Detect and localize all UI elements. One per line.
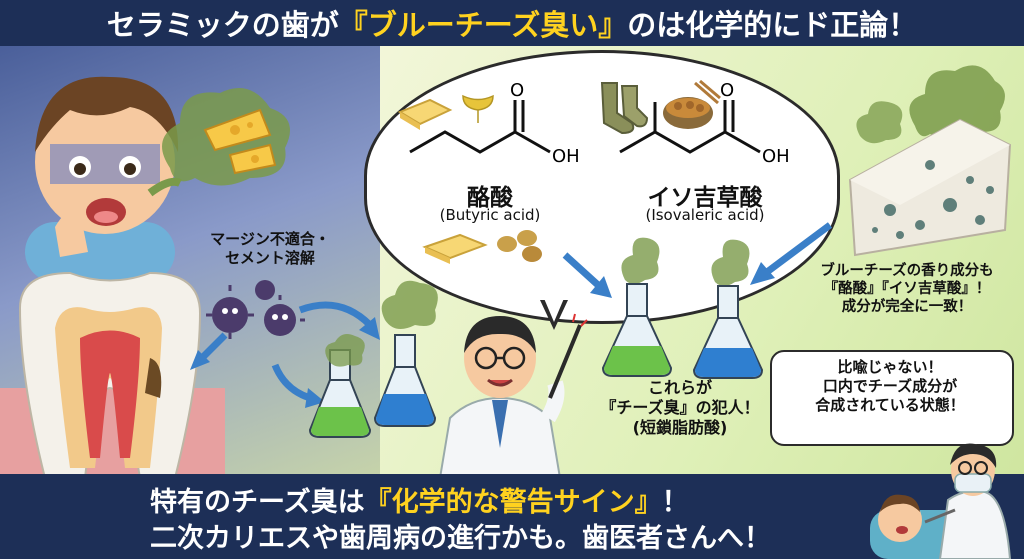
culprit-line3: (短鎖脂肪酸)	[632, 418, 728, 437]
cheese-icon	[203, 108, 277, 175]
bubble-tail-inner	[543, 296, 565, 322]
smell-cloud-icon	[325, 334, 365, 367]
blue-cheese-text: ブルーチーズの香り成分も 『酪酸』『イソ吉草酸』！ 成分が完全に一致！	[790, 262, 1024, 316]
pointer-stick-icon	[548, 313, 588, 399]
flask-icon	[692, 285, 764, 379]
arrow-icon	[298, 301, 380, 340]
bacteria-icon	[206, 280, 305, 339]
scientist-icon	[438, 316, 565, 479]
callout-box	[770, 350, 1014, 446]
culprit-text: これらが 『チーズ臭』の犯人！ (短鎖脂肪酸)	[600, 378, 760, 438]
callout-line3: 合成されている状態！	[815, 395, 965, 414]
flask-icon	[373, 334, 437, 427]
natto-icon	[663, 79, 721, 129]
bottom-line1-a: 特有のチーズ臭は	[150, 487, 365, 518]
smell-cloud-icon	[856, 101, 903, 144]
callout-line2: 口内でチーズ成分が	[822, 376, 958, 395]
carbonyl-o: O	[510, 80, 524, 101]
hydroxyl-group: OH	[552, 146, 580, 167]
title-part1: セラミックの歯が	[106, 8, 339, 42]
bottom-line1-b: 『化学的な警告サイン』	[364, 487, 662, 518]
isovaleric-acid-english: (Isovaleric acid)	[645, 206, 765, 224]
carbonyl-o: O	[720, 80, 734, 101]
boy-icon	[25, 76, 179, 282]
butter-icon	[397, 98, 453, 130]
arrow-icon	[562, 252, 612, 298]
butyric-acid-structure: O OH	[409, 80, 580, 167]
smell-cloud-icon	[711, 239, 750, 286]
margin-label: マージン不適合・ セメント溶解	[180, 230, 360, 268]
dentist-icon	[870, 443, 1012, 559]
culprit-line1: これらが	[647, 378, 712, 397]
bluecheese-line3: 成分が完全に一致！	[841, 299, 973, 316]
flask-icon	[601, 283, 673, 377]
bluecheese-line1: ブルーチーズの香り成分も	[820, 263, 994, 279]
bottom-line1-c: ！	[661, 487, 689, 518]
title-bar: セラミックの歯が 『ブルーチーズ臭い』 のは化学的にド正論！	[0, 0, 1024, 46]
nuts-icon	[497, 230, 542, 262]
margin-label-line1: マージン不適合・	[210, 230, 330, 248]
bottom-line1: 特有のチーズ臭は『化学的な警告サイン』！	[150, 480, 689, 519]
isovaleric-acid-name: イソ吉草酸	[647, 185, 763, 211]
bottom-banner	[0, 474, 1024, 559]
hydroxyl-group: OH	[762, 146, 790, 167]
margin-label-line2: セメント溶解	[225, 248, 315, 267]
bottom-line2: 二次カリエスや歯周病の進行かも。歯医者さんへ！	[150, 523, 771, 554]
callout-text: 比喩じゃない！ 口内でチーズ成分が 合成されている状態！	[778, 358, 1002, 414]
blue-cheese-icon	[848, 118, 1012, 257]
title-part2: 『ブルーチーズ臭い』	[338, 8, 628, 42]
butter-icon	[422, 233, 488, 264]
butyric-acid-name: 酪酸	[467, 185, 513, 211]
smell-cloud-icon	[909, 65, 1005, 140]
callout-line1: 比喩じゃない！	[837, 358, 943, 376]
smell-cloud-icon	[621, 237, 660, 284]
arrow-icon	[190, 332, 228, 370]
smell-cloud-icon	[381, 280, 438, 329]
isovaleric-acid-structure: O OH	[619, 80, 790, 167]
sock-icon	[600, 82, 649, 135]
culprit-line2: 『チーズ臭』の犯人！	[600, 398, 760, 417]
tooth-icon	[0, 271, 225, 479]
title-part3: のは化学的にド正論！	[627, 8, 918, 42]
butyric-acid-english: (Butyric acid)	[439, 206, 541, 224]
ginkgo-icon	[462, 94, 494, 123]
arrow-icon	[750, 222, 833, 285]
bluecheese-line2: 『酪酸』『イソ吉草酸』！	[823, 281, 991, 298]
